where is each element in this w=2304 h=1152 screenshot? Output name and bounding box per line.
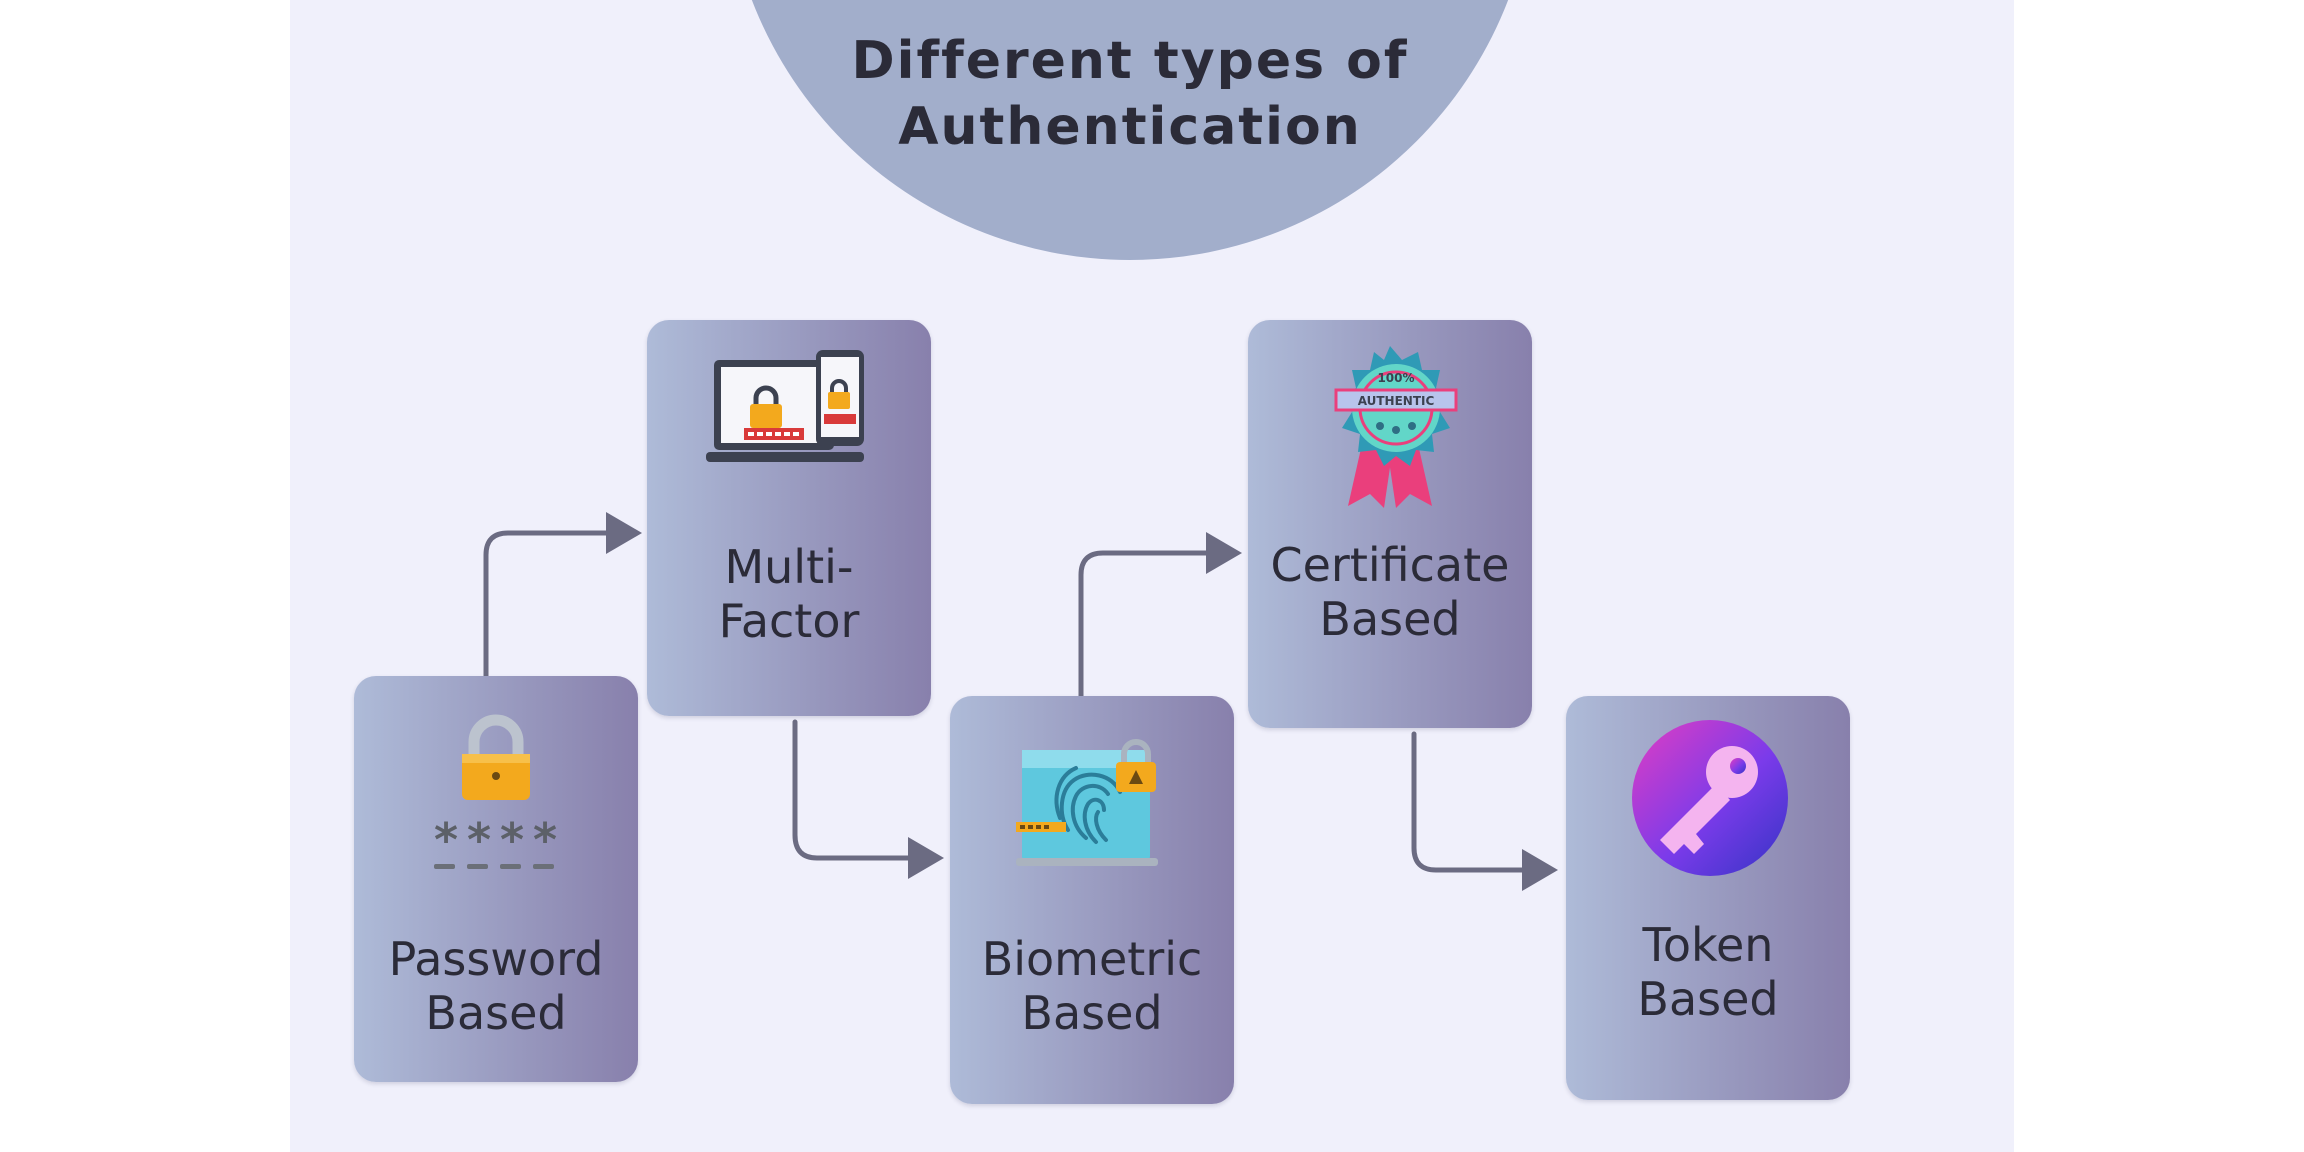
card-certificate-line-1: Certificate — [1270, 538, 1510, 592]
card-biometric-line-1: Biometric — [981, 932, 1203, 986]
card-token-line-2: Based — [1637, 972, 1779, 1026]
card-certificate-based: 100% AUTHENTIC Certificate Based — [1248, 320, 1532, 728]
card-biometric-based: Biometric Based — [950, 696, 1234, 1104]
svg-text:*: * — [467, 813, 491, 867]
card-certificate-line-2: Based — [1319, 592, 1461, 646]
arrowhead-biometric — [908, 837, 944, 879]
title-line-1: Different types of — [851, 31, 1409, 91]
card-biometric-line-2: Based — [1021, 986, 1163, 1040]
connector-biometric-to-certificate — [1078, 550, 1211, 699]
diagram-title: Different types of Authentication — [830, 28, 1430, 160]
connector-password-to-mfa — [483, 530, 611, 679]
connector-certificate-to-token — [1411, 731, 1527, 873]
svg-text:*: * — [533, 813, 557, 867]
card-token-label: Token Based — [1566, 918, 1850, 1026]
card-token-line-1: Token — [1642, 918, 1774, 972]
badge-top-text: 100% — [1377, 371, 1414, 385]
card-token-based: Token Based — [1566, 696, 1850, 1100]
svg-text:*: * — [434, 813, 458, 867]
svg-text:*: * — [500, 813, 524, 867]
arrowhead-mfa — [606, 512, 642, 554]
arrowhead-token — [1522, 849, 1558, 891]
card-certificate-label: Certificate Based — [1248, 538, 1532, 646]
fingerprint-lock-icon — [1016, 739, 1158, 866]
key-icon — [1632, 720, 1788, 876]
flow-connectors — [483, 512, 1558, 891]
card-password-line-2: Based — [425, 986, 567, 1040]
card-mfa-label: Multi- Factor — [647, 540, 931, 648]
authentic-badge-icon: 100% AUTHENTIC — [1334, 346, 1458, 508]
card-multi-factor: Multi- Factor — [647, 320, 931, 716]
laptop-phone-lock-icon — [706, 350, 864, 462]
card-mfa-line-2: Factor — [718, 594, 860, 648]
infographic-panel: Different types of Authentication **** — [290, 0, 2014, 1152]
connector-mfa-to-biometric — [792, 719, 913, 861]
card-mfa-line-1: Multi- — [724, 540, 854, 594]
card-password-based: **** Password Based — [354, 676, 638, 1082]
badge-main-text: AUTHENTIC — [1358, 394, 1435, 408]
card-password-label: Password Based — [354, 932, 638, 1040]
title-line-2: Authentication — [898, 97, 1362, 157]
card-password-line-1: Password — [388, 932, 604, 986]
card-biometric-label: Biometric Based — [950, 932, 1234, 1040]
arrowhead-certificate — [1206, 532, 1242, 574]
padlock-password-icon: **** — [434, 714, 557, 869]
